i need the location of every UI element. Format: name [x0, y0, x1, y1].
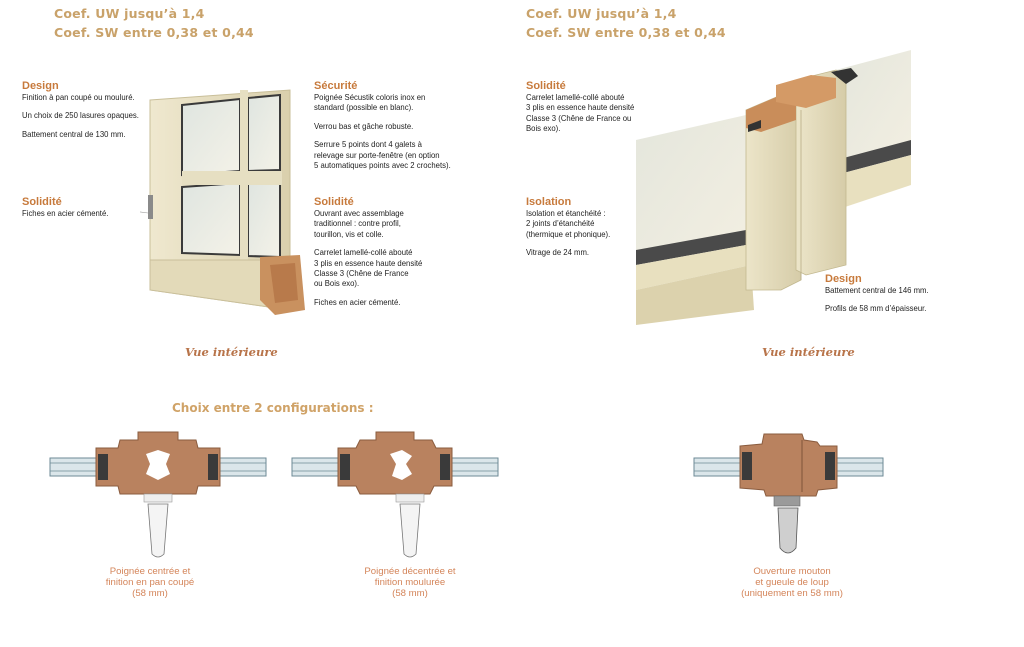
left-solidite-right-title: Solidité — [314, 196, 354, 208]
right-vue-caption: Vue intérieure — [762, 345, 855, 359]
text-line: Serrure 5 points dont 4 galets à — [314, 139, 422, 150]
text-line: Fiches en acier cémenté. — [22, 208, 109, 218]
text-line: 3 plis en essence haute densité — [314, 257, 423, 268]
left-solidite-right-block: Solidité Ouvrant avec assemblage traditi… — [314, 196, 474, 307]
window-profile-illustration-right — [636, 50, 911, 325]
left-securite-block: Sécurité Poignée Sécustik coloris inox e… — [314, 80, 494, 170]
caption-line: (58 mm) — [132, 588, 168, 599]
left-solidite-title: Solidité — [22, 196, 62, 208]
caption-line: (uniquement en 58 mm) — [741, 588, 843, 599]
caption-line: et gueule de loup — [755, 577, 829, 588]
right-isolation-block: Isolation Isolation et étanchéité : 2 jo… — [526, 196, 656, 258]
text-line: Classe 3 (Chêne de France ou — [526, 112, 632, 123]
caption-line: finition moulurée — [374, 577, 446, 588]
text-line: Fiches en acier cémenté. — [314, 296, 401, 307]
text-line: Battement central de 146 mm. — [825, 285, 929, 295]
right-coef-uw: Coef. UW jusqu’à 1,4 — [526, 6, 677, 21]
window-corner-illustration-left — [140, 89, 305, 315]
text-line: Isolation et étanchéité : — [526, 208, 606, 218]
configurations-title: Choix entre 2 configurations : — [172, 401, 374, 415]
text-line: Carrelet lamellé-collé abouté — [314, 247, 413, 258]
left-solidite-block: Solidité Fiches en acier cémenté. — [22, 196, 162, 218]
right-solidite-title: Solidité — [526, 80, 566, 92]
config-caption-2: Poignée décentrée et finition moulurée (… — [330, 566, 490, 599]
text-line: traditionnel : contre profil, — [314, 218, 401, 229]
text-line: 2 joints d’étanchéité — [526, 218, 595, 229]
right-design-title: Design — [825, 273, 862, 285]
text-line: relevage sur porte-fenêtre (en option — [314, 149, 440, 160]
right-design-block: Design Battement central de 146 mm. Prof… — [825, 273, 975, 314]
left-design-block: Design Finition à pan coupé ou mouluré. … — [22, 80, 162, 139]
profile-section-mouton-gueule-de-loup — [693, 433, 884, 554]
left-design-title: Design — [22, 80, 59, 92]
text-line: Carrelet lamellé-collé abouté — [526, 92, 625, 102]
caption-line: finition en pan coupé — [105, 577, 195, 588]
text-line: Vitrage de 24 mm. — [526, 247, 590, 258]
text-line: Classe 3 (Chêne de France — [314, 268, 409, 279]
right-solidite-block: Solidité Carrelet lamellé-collé abouté 3… — [526, 80, 656, 134]
text-line: tourillon, vis et colle. — [314, 228, 384, 239]
text-line: Poignée Sécustik coloris inox en — [314, 92, 426, 102]
caption-line: (58 mm) — [392, 588, 428, 599]
profile-section-centered-handle — [49, 431, 267, 558]
right-coef-sw: Coef. SW entre 0,38 et 0,44 — [526, 25, 726, 40]
right-isolation-title: Isolation — [526, 196, 572, 208]
config-caption-1: Poignée centrée et finition en pan coupé… — [70, 566, 230, 599]
left-coef-uw: Coef. UW jusqu’à 1,4 — [54, 6, 205, 21]
text-line: Battement central de 130 mm. — [22, 128, 126, 139]
text-line: 5 automatiques points avec 2 crochets). — [314, 160, 451, 171]
config-caption-3: Ouverture mouton et gueule de loup (uniq… — [712, 566, 872, 599]
profile-section-offset-handle — [291, 431, 499, 558]
caption-line: Poignée centrée et — [109, 566, 191, 577]
text-line: Verrou bas et gâche robuste. — [314, 120, 414, 131]
left-securite-title: Sécurité — [314, 80, 358, 92]
caption-line: Poignée décentrée et — [364, 566, 456, 577]
text-line: Finition à pan coupé ou mouluré. — [22, 92, 135, 102]
text-line: Ouvrant avec assemblage — [314, 208, 404, 218]
left-vue-caption: Vue intérieure — [185, 345, 278, 359]
text-line: Un choix de 250 lasures opaques. — [22, 110, 139, 121]
text-line: 3 plis en essence haute densité — [526, 102, 635, 113]
text-line: (thermique et phonique). — [526, 228, 611, 239]
text-line: ou Bois exo). — [314, 278, 360, 289]
caption-line: Ouverture mouton — [753, 566, 831, 577]
text-line: standard (possible en blanc). — [314, 102, 414, 113]
text-line: Profils de 58 mm d’épaisseur. — [825, 303, 927, 314]
text-line: Bois exo). — [526, 123, 561, 134]
left-coef-sw: Coef. SW entre 0,38 et 0,44 — [54, 25, 254, 40]
